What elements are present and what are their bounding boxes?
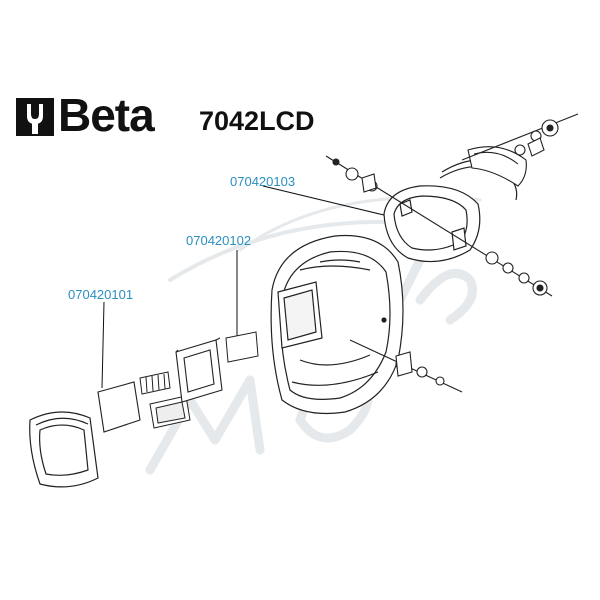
outer-lens xyxy=(97,381,141,433)
pivot-assembly xyxy=(349,339,463,393)
cartridge-holder xyxy=(175,337,223,403)
welding-helmet-icon xyxy=(270,234,404,415)
leader-lines xyxy=(101,185,389,389)
brand-name: Beta xyxy=(58,89,155,141)
lens-icon xyxy=(139,371,191,429)
headgear-icon xyxy=(383,159,518,263)
adjustment-axle xyxy=(325,113,579,297)
part-label-headgear: 070420103 xyxy=(230,174,296,189)
outer-cover-frame xyxy=(29,411,99,488)
beta-wrench-logo-icon xyxy=(16,98,54,136)
inner-lens xyxy=(225,331,259,363)
part-label-inner-lens: 070420102 xyxy=(186,233,252,248)
model-number: 7042LCD xyxy=(199,106,315,136)
part-label-outer-lens: 070420101 xyxy=(68,287,134,302)
